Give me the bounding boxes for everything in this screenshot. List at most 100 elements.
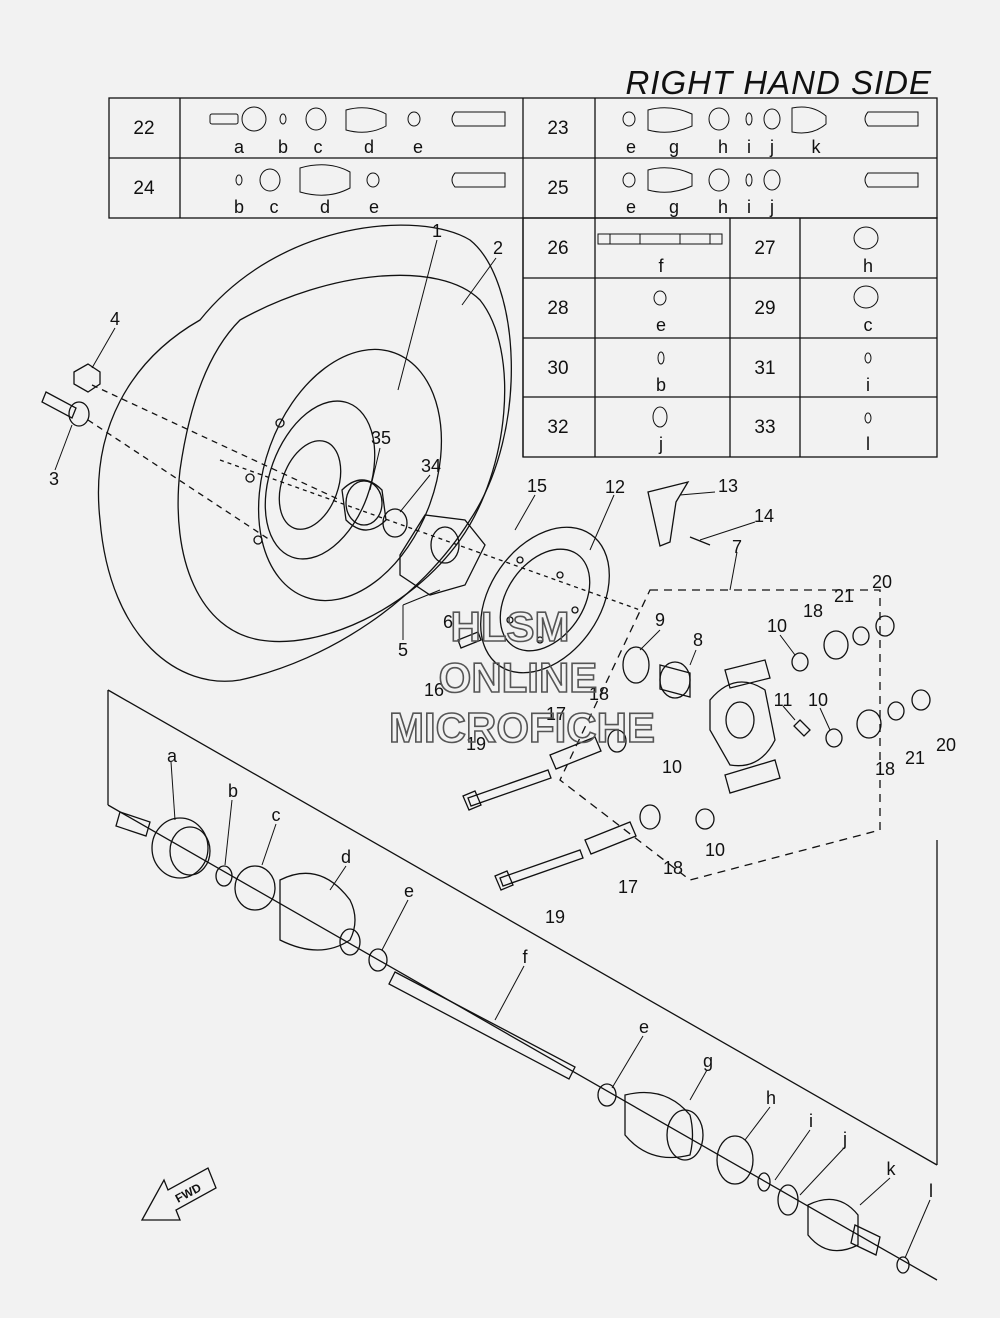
kit-24-letter-d: d (320, 197, 330, 217)
kit-22-letter-a: a (234, 137, 245, 157)
kit-32-letter-j: j (658, 434, 663, 454)
kit-22-letter-e: e (413, 137, 423, 157)
valve-stem (41, 391, 90, 427)
callout-18-b: 18 (589, 684, 609, 704)
kit-23-letter-k: k (812, 137, 822, 157)
kit-23-letter-j: j (769, 137, 774, 157)
hub-flange (399, 514, 486, 596)
fwd-arrow-icon (140, 1167, 217, 1221)
callout-k: k (887, 1159, 897, 1179)
callout-10-d: 10 (705, 840, 725, 860)
wheel-bearing (659, 661, 691, 699)
callout-a: a (167, 746, 178, 766)
callout-17-b: 17 (618, 877, 638, 897)
circlip (622, 646, 650, 684)
collars (549, 736, 637, 855)
kit-ref-26: 26 (547, 238, 568, 259)
callout-19-a: 19 (466, 734, 486, 754)
callout-35: 35 (371, 428, 391, 448)
callout-10-c: 10 (662, 757, 682, 777)
callout-1: 1 (432, 221, 442, 241)
callout-2: 2 (493, 238, 503, 258)
callout-10-a: 10 (767, 616, 787, 636)
kit-23-letter-g: g (669, 137, 679, 157)
kit-29-letter-c: c (864, 315, 873, 335)
callout-20-a: 20 (872, 572, 892, 592)
callout-e-2: e (639, 1017, 649, 1037)
kit-25-letter-i: i (747, 197, 751, 217)
kit-ref-32: 32 (547, 417, 568, 438)
kit-25-letter-g: g (669, 197, 679, 217)
callout-g: g (703, 1051, 713, 1071)
kit-ref-23: 23 (547, 118, 568, 139)
watermark-line-3: MICROFICHE (389, 704, 655, 751)
watermark-line-1: HLSM (451, 603, 570, 650)
callout-6: 6 (443, 612, 453, 632)
callout-21-a: 21 (834, 586, 854, 606)
callout-j: j (842, 1129, 847, 1149)
callout-d: d (341, 847, 351, 867)
kit-ref-30: 30 (547, 358, 568, 379)
kit-24-letter-e: e (369, 197, 379, 217)
kit-31-letter-i: i (866, 375, 870, 395)
callout-labels: 1 2 3 4 5 6 7 8 9 10 10 10 10 11 12 13 1… (49, 221, 956, 1201)
kit-table-text: 22 23 24 25 26 27 28 29 30 31 32 33 (133, 118, 775, 438)
diagram-title: RIGHT HAND SIDE (625, 64, 932, 101)
callout-f: f (522, 947, 528, 967)
kit-ref-28: 28 (547, 298, 568, 319)
callout-14: 14 (754, 506, 774, 526)
callout-c: c (272, 805, 281, 825)
callout-10-b: 10 (808, 690, 828, 710)
kit-24-letter-b: b (234, 197, 244, 217)
kit-ref-31: 31 (754, 358, 775, 379)
rear-knuckle (709, 659, 781, 794)
callout-15: 15 (527, 476, 547, 496)
kit-30-letter-b: b (656, 375, 666, 395)
drive-shaft-assembly (115, 811, 910, 1274)
bushings (607, 615, 931, 830)
kit-26-letter-f: f (658, 256, 664, 276)
kit-ref-33: 33 (754, 417, 775, 438)
kit-33-letter-l: l (866, 434, 870, 454)
callout-19-b: 19 (545, 907, 565, 927)
callout-l: l (929, 1181, 933, 1201)
kit-23-letter-e: e (626, 137, 636, 157)
callout-e-1: e (404, 881, 414, 901)
callout-20-b: 20 (936, 735, 956, 755)
kit-22-letter-c: c (314, 137, 323, 157)
callout-4: 4 (110, 309, 120, 329)
callout-13: 13 (718, 476, 738, 496)
kit-ref-25: 25 (547, 178, 568, 199)
callout-12: 12 (605, 477, 625, 497)
kit-ref-22: 22 (133, 118, 154, 139)
brake-disc (480, 526, 610, 674)
callout-34: 34 (421, 456, 441, 476)
callout-b: b (228, 781, 238, 801)
bolts (457, 631, 584, 891)
kit-24-letter-c: c (270, 197, 279, 217)
callout-18-c: 18 (875, 759, 895, 779)
watermark: HLSM ONLINE MICROFICHE (388, 602, 656, 752)
tire-wheel-assembly (97, 224, 512, 682)
watermark-line-2: ONLINE (439, 654, 598, 701)
callout-9: 9 (655, 610, 665, 630)
callout-21-b: 21 (905, 748, 925, 768)
kit-22-letter-d: d (364, 137, 374, 157)
callout-16: 16 (424, 680, 444, 700)
kit-25-letter-h: h (718, 197, 728, 217)
callout-18-d: 18 (663, 858, 683, 878)
kit-ref-29: 29 (754, 298, 775, 319)
kit-23-letter-h: h (718, 137, 728, 157)
kit-ref-27: 27 (754, 238, 775, 259)
callout-i: i (809, 1111, 813, 1131)
callout-18-a: 18 (803, 601, 823, 621)
kit-22-letter-b: b (278, 137, 288, 157)
kit-23-letter-i: i (747, 137, 751, 157)
kit-ref-24: 24 (133, 178, 155, 199)
wheel-hub (341, 479, 387, 531)
callout-5: 5 (398, 640, 408, 660)
kit-25-letter-e: e (626, 197, 636, 217)
kit-table (108, 97, 938, 458)
